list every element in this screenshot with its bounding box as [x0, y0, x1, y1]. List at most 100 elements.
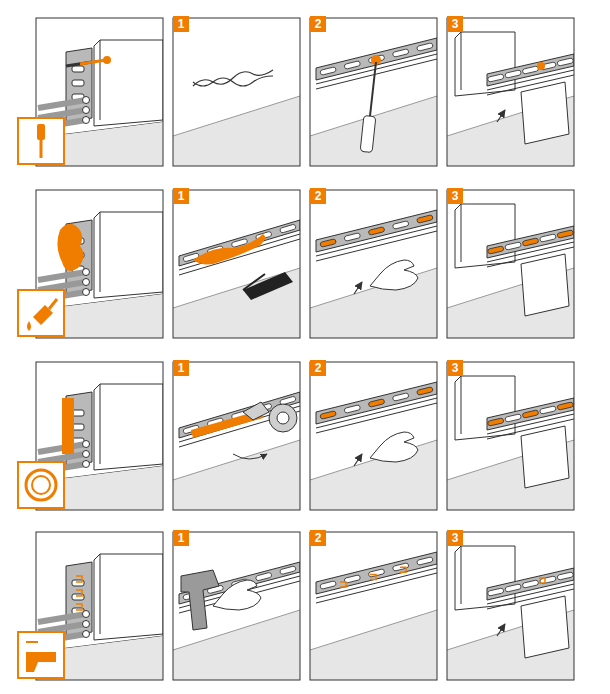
cable-end: [83, 461, 90, 468]
drawing-part: [417, 43, 434, 52]
push-arrow: [497, 624, 505, 636]
staple: [340, 582, 346, 587]
drawing-part: [280, 566, 297, 575]
panel-frame: [447, 532, 574, 680]
step-panel: [310, 362, 437, 510]
drawing-part: [26, 641, 38, 643]
drawing-part: [557, 572, 574, 580]
mounting-rail: [316, 210, 437, 261]
drawing-part: [540, 234, 557, 242]
drawing-part: [455, 32, 515, 96]
drawing-part: [447, 32, 574, 166]
drawing-part: [316, 568, 437, 598]
drawing-part: [392, 563, 409, 572]
drawing-part: [557, 58, 574, 66]
drawing-part: [320, 411, 337, 420]
cable: [38, 454, 86, 462]
floor: [310, 610, 437, 680]
push-arrow: [497, 110, 505, 122]
glue-bead: [193, 234, 265, 265]
drawing-part: [316, 226, 437, 256]
drawing-part: [173, 70, 300, 166]
drawing-part: [18, 462, 64, 508]
cable: [38, 100, 86, 108]
method-icon: [18, 118, 64, 164]
drawing-part: [487, 226, 574, 258]
drawing-part: [505, 70, 522, 78]
drawing-part: [487, 568, 574, 600]
drawing-part: [461, 376, 462, 434]
drawing-part: [179, 220, 300, 266]
drawing-part: [455, 546, 515, 610]
drawing-part: [392, 221, 409, 230]
drawing-part: [26, 652, 56, 672]
drawing-part: [505, 414, 522, 422]
cable: [38, 110, 86, 118]
skirting-board: [94, 212, 163, 298]
drawing-part: [179, 234, 300, 270]
step-panel: [447, 362, 574, 510]
drawing-part: [344, 61, 361, 70]
drawing-part: [40, 140, 43, 158]
staple: [76, 576, 82, 582]
step-panel: [310, 18, 437, 166]
drawing-part: [392, 49, 409, 58]
step-panel: [447, 18, 574, 166]
skirting-board: [94, 40, 163, 126]
drawing-part: [417, 387, 434, 396]
step-panel: [310, 532, 437, 680]
drawing-part: [179, 239, 300, 275]
floor-line: [173, 96, 300, 136]
drawing-part: [522, 580, 539, 588]
floor-line: [310, 268, 437, 308]
drawing-part: [522, 238, 539, 246]
drawing-part: [522, 410, 539, 418]
drawing-part: [455, 204, 515, 268]
panel-frame: [173, 18, 300, 166]
drawing-part: [316, 403, 437, 433]
tape-roll: [269, 404, 297, 432]
drawing-part: [18, 632, 64, 678]
drawing-part: [100, 212, 101, 292]
drawing-part: [461, 204, 462, 262]
drawing-part: [505, 584, 522, 592]
drawing-part: [173, 392, 300, 510]
staple: [76, 590, 82, 596]
floor: [310, 96, 437, 166]
mounting-rail: [316, 552, 437, 603]
panel-frame: [173, 532, 300, 680]
drawing-part: [316, 573, 437, 603]
panel-frame: [173, 190, 300, 338]
method-icon: [18, 632, 64, 678]
drawing-part: [310, 210, 437, 338]
drawing-part: [320, 67, 337, 76]
drawing-part: [100, 554, 101, 634]
cable: [38, 614, 86, 622]
drawing-part: [447, 204, 574, 338]
cable-end: [83, 107, 90, 114]
method-icon: [18, 462, 64, 508]
skirting-board: [455, 376, 515, 440]
floor-line: [310, 610, 437, 650]
drill-bit: [193, 76, 273, 86]
step-number: 3: [447, 16, 463, 32]
drawing-part: [316, 231, 437, 261]
cable: [38, 282, 86, 290]
panel-frame: [310, 362, 437, 510]
step-panel: [173, 532, 300, 680]
drawing-part: [280, 224, 297, 233]
step-panel: [173, 190, 300, 338]
cable: [38, 272, 86, 280]
drawing-part: [487, 398, 574, 430]
cable-end: [83, 279, 90, 286]
drawing-part: [417, 215, 434, 224]
staple: [370, 575, 376, 580]
staple-gun: [181, 570, 219, 630]
step-panel: [310, 190, 437, 338]
step-number: 3: [447, 188, 463, 204]
step-number: 3: [447, 360, 463, 376]
drawing-part: [540, 576, 557, 584]
floor-line: [173, 268, 300, 308]
